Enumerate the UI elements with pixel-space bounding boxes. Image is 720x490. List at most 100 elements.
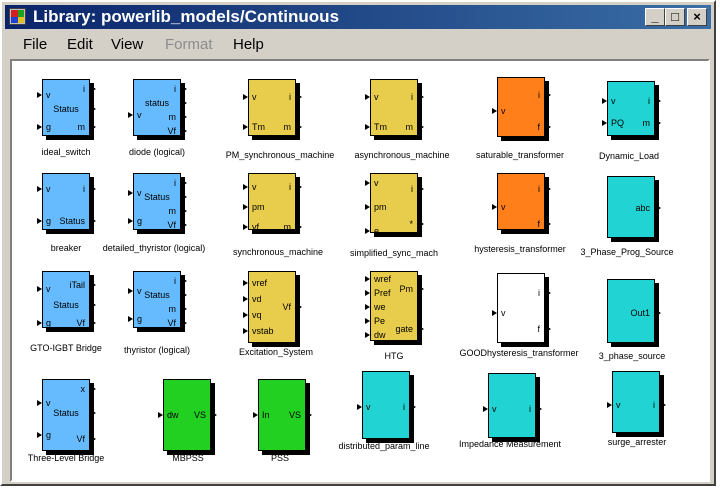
close-button[interactable]: × <box>687 8 707 26</box>
input-port-icon[interactable] <box>158 412 163 418</box>
input-port-icon[interactable] <box>365 204 370 210</box>
output-port-icon[interactable] <box>656 98 661 104</box>
output-port-icon[interactable] <box>182 114 187 120</box>
block-caption[interactable]: saturable_transformer <box>475 150 565 160</box>
input-port-icon[interactable] <box>37 124 42 130</box>
input-port-icon[interactable] <box>365 228 370 234</box>
output-port-icon[interactable] <box>297 94 302 100</box>
output-port-icon[interactable] <box>91 302 96 308</box>
input-port-icon[interactable] <box>128 190 133 196</box>
block-caption[interactable]: thyristor (logical) <box>123 345 191 355</box>
input-port-icon[interactable] <box>37 320 42 326</box>
output-port-icon[interactable] <box>91 218 96 224</box>
input-port-icon[interactable] <box>37 92 42 98</box>
output-port-icon[interactable] <box>411 404 416 410</box>
output-port-icon[interactable] <box>419 186 424 192</box>
output-port-icon[interactable] <box>182 306 187 312</box>
input-port-icon[interactable] <box>492 310 497 316</box>
input-port-icon[interactable] <box>243 124 248 130</box>
block-caption[interactable]: breaker <box>50 243 82 253</box>
input-port-icon[interactable] <box>37 218 42 224</box>
input-port-icon[interactable] <box>243 184 248 190</box>
input-port-icon[interactable] <box>365 332 370 338</box>
input-port-icon[interactable] <box>37 432 42 438</box>
maximize-button[interactable]: □ <box>665 8 685 26</box>
output-port-icon[interactable] <box>91 410 96 416</box>
input-port-icon[interactable] <box>243 94 248 100</box>
block-caption[interactable]: hysteresis_transformer <box>474 244 566 254</box>
menu-format[interactable]: Format <box>165 36 213 53</box>
output-port-icon[interactable] <box>91 386 96 392</box>
output-port-icon[interactable] <box>91 124 96 130</box>
menu-help[interactable]: Help <box>233 36 264 53</box>
output-port-icon[interactable] <box>419 326 424 332</box>
input-port-icon[interactable] <box>607 402 612 408</box>
input-port-icon[interactable] <box>128 316 133 322</box>
input-port-icon[interactable] <box>243 328 248 334</box>
block-caption[interactable]: MBPSS <box>172 453 204 463</box>
input-port-icon[interactable] <box>365 94 370 100</box>
block-three-phase-source[interactable]: Out1 <box>607 279 661 343</box>
input-port-icon[interactable] <box>37 186 42 192</box>
input-port-icon[interactable] <box>253 412 258 418</box>
output-port-icon[interactable] <box>182 194 187 200</box>
input-port-icon[interactable] <box>243 280 248 286</box>
output-port-icon[interactable] <box>182 278 187 284</box>
input-port-icon[interactable] <box>243 312 248 318</box>
block-caption[interactable]: Dynamic_Load <box>598 151 660 161</box>
input-port-icon[interactable] <box>602 98 607 104</box>
input-port-icon[interactable] <box>243 204 248 210</box>
output-port-icon[interactable] <box>656 310 661 316</box>
output-port-icon[interactable] <box>91 86 96 92</box>
output-port-icon[interactable] <box>297 184 302 190</box>
input-port-icon[interactable] <box>243 224 248 230</box>
block-caption[interactable]: Impedance Measurement <box>458 439 562 449</box>
input-port-icon[interactable] <box>37 400 42 406</box>
output-port-icon[interactable] <box>537 406 542 412</box>
menu-file[interactable]: File <box>23 36 48 53</box>
output-port-icon[interactable] <box>297 304 302 310</box>
menu-view[interactable]: View <box>111 36 144 53</box>
output-port-icon[interactable] <box>182 180 187 186</box>
block-caption[interactable]: 3_Phase_Prog_Source <box>580 247 674 257</box>
block-caption[interactable]: detailed_thyristor (logical) <box>102 243 206 253</box>
input-port-icon[interactable] <box>365 318 370 324</box>
input-port-icon[interactable] <box>128 288 133 294</box>
menu-edit[interactable]: Edit <box>67 36 93 53</box>
output-port-icon[interactable] <box>182 320 187 326</box>
output-port-icon[interactable] <box>419 221 424 227</box>
output-port-icon[interactable] <box>182 100 187 106</box>
output-port-icon[interactable] <box>182 86 187 92</box>
input-port-icon[interactable] <box>492 108 497 114</box>
output-port-icon[interactable] <box>656 120 661 126</box>
block-three-phase-prog-source[interactable]: abc <box>607 176 661 238</box>
block-caption[interactable]: simplified_sync_mach <box>349 248 439 258</box>
output-port-icon[interactable] <box>297 124 302 130</box>
input-port-icon[interactable] <box>365 304 370 310</box>
block-caption[interactable]: GTO-IGBT Bridge <box>30 343 102 353</box>
block-caption[interactable]: ideal_switch <box>41 147 91 157</box>
input-port-icon[interactable] <box>243 296 248 302</box>
input-port-icon[interactable] <box>357 404 362 410</box>
block-caption[interactable]: PM_synchronous_machine <box>225 150 335 160</box>
minimize-button[interactable]: _ <box>645 8 665 26</box>
title-bar[interactable]: Library: powerlib_models/Continuous _ □ … <box>5 5 711 29</box>
output-port-icon[interactable] <box>91 106 96 112</box>
input-port-icon[interactable] <box>365 276 370 282</box>
input-port-icon[interactable] <box>128 112 133 118</box>
